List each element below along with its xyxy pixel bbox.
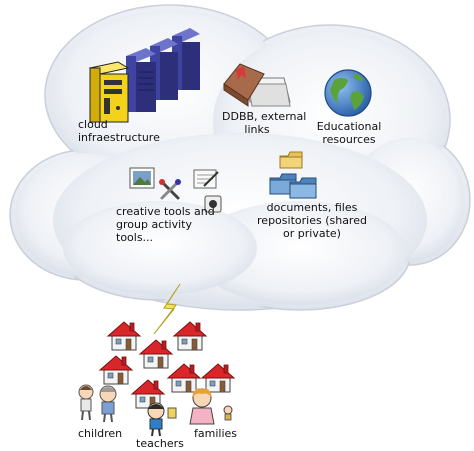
label-creative-tools: creative tools and group activity tools.… [116,205,215,244]
tools-icon [129,167,222,213]
label-ddbb-external-links: DDBB, external links [222,110,307,136]
label-children: children [78,427,123,440]
label-cloud-infrastructure: cloud infraestructure [78,118,160,144]
label-families: families [194,427,237,440]
folder-icon [269,151,317,199]
label-teachers: teachers [136,437,184,450]
house-2 [172,321,208,351]
house-icon [98,321,236,409]
server-icon [88,28,200,123]
book-icon [223,63,291,107]
house-3 [138,339,174,369]
house-5 [166,363,202,393]
lightning-icon [153,283,181,335]
label-educational-resources: Educational resources [316,120,382,146]
cloud-shape [9,4,471,311]
house-4 [98,355,134,385]
child-icon [78,384,117,423]
globe-icon [324,69,372,117]
house-1 [106,321,142,351]
label-documents-files: documents, files repositories (shared or… [257,201,367,240]
house-6 [200,363,236,393]
family-icon [189,388,233,425]
teacher-icon [147,402,177,437]
